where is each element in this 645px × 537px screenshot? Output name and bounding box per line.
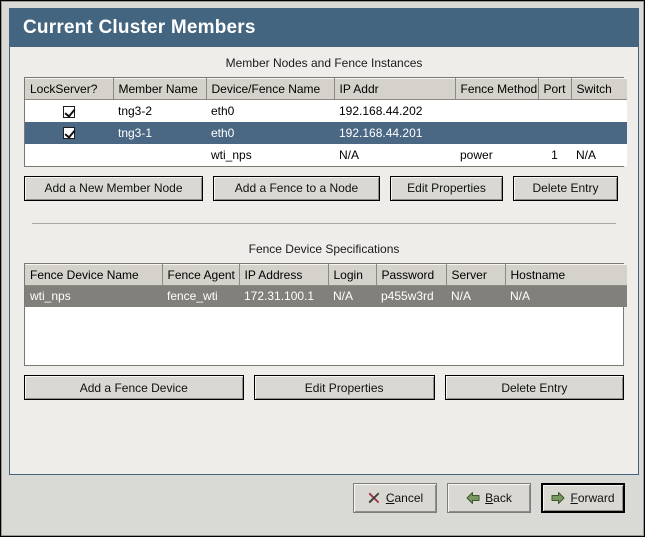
fence-devices-table-wrap: Fence Device Name Fence Agent IP Address… — [24, 263, 624, 367]
cancel-button[interactable]: Cancel — [353, 483, 437, 513]
member-nodes-table: LockServer? Member Name Device/Fence Nam… — [25, 78, 627, 166]
main-panel: Current Cluster Members Member Nodes and… — [9, 8, 639, 475]
cancel-label: Cancel — [386, 491, 423, 505]
table-header-row: LockServer? Member Name Device/Fence Nam… — [25, 79, 627, 100]
lockserver-checkbox[interactable] — [63, 127, 75, 139]
column-header-ip-address[interactable]: IP Address — [239, 264, 328, 285]
column-header-switch[interactable]: Switch — [571, 79, 627, 100]
cell-login: N/A — [328, 285, 376, 307]
column-header-login[interactable]: Login — [328, 264, 376, 285]
cell-port — [538, 100, 571, 122]
column-header-member-name[interactable]: Member Name — [113, 79, 206, 100]
cell-switch: N/A — [571, 144, 627, 166]
cell-server: N/A — [446, 285, 505, 307]
panel-body: Member Nodes and Fence Instances LockSer… — [10, 47, 638, 475]
table-row-selected[interactable]: tng3-1 eth0 192.168.44.201 — [25, 122, 627, 144]
nav-buttons: Cancel Back Forward — [353, 483, 625, 513]
cell-port: 1 — [538, 144, 571, 166]
cell-member-name: tng3-1 — [113, 122, 206, 144]
member-nodes-table-wrap: LockServer? Member Name Device/Fence Nam… — [24, 77, 624, 167]
cell-fence-device-name: wti_nps — [25, 285, 162, 307]
column-header-fence-method[interactable]: Fence Method — [455, 79, 538, 100]
table-row-selected[interactable]: wti_nps fence_wti 172.31.100.1 N/A p455w… — [25, 285, 627, 307]
cell-port — [538, 122, 571, 144]
cancel-label-rest: ancel — [394, 491, 423, 505]
arrow-left-icon — [466, 491, 480, 505]
column-header-server[interactable]: Server — [446, 264, 505, 285]
cell-fence-agent: fence_wti — [162, 285, 239, 307]
cell-ip-address: 172.31.100.1 — [239, 285, 328, 307]
column-header-fence-agent[interactable]: Fence Agent — [162, 264, 239, 285]
column-header-port[interactable]: Port — [538, 79, 571, 100]
page-title: Current Cluster Members — [10, 17, 256, 39]
member-buttons-row: Add a New Member Node Add a Fence to a N… — [24, 176, 624, 201]
back-label-rest: ack — [493, 491, 512, 505]
add-fence-to-node-button[interactable]: Add a Fence to a Node — [213, 176, 380, 201]
cell-member-name: tng3-2 — [113, 100, 206, 122]
cell-lockserver[interactable] — [25, 100, 113, 122]
column-header-lockserver[interactable]: LockServer? — [25, 79, 113, 100]
fence-buttons-row: Add a Fence Device Edit Properties Delet… — [24, 375, 624, 400]
cell-ip-addr: 192.168.44.202 — [334, 100, 455, 122]
edit-fence-properties-button[interactable]: Edit Properties — [254, 375, 435, 400]
cell-device-fence-name: eth0 — [206, 122, 334, 144]
delete-fence-entry-button[interactable]: Delete Entry — [445, 375, 624, 400]
cell-hostname: N/A — [505, 285, 627, 307]
column-header-device-fence-name[interactable]: Device/Fence Name — [206, 79, 334, 100]
column-header-password[interactable]: Password — [376, 264, 446, 285]
forward-button[interactable]: Forward — [541, 483, 625, 513]
back-label: Back — [485, 491, 512, 505]
forward-label-rest: orward — [578, 491, 615, 505]
table-row[interactable]: wti_nps N/A power 1 N/A — [25, 144, 627, 166]
table-header-row: Fence Device Name Fence Agent IP Address… — [25, 264, 627, 285]
title-bar: Current Cluster Members — [10, 9, 638, 47]
cell-device-fence-name: eth0 — [206, 100, 334, 122]
fence-caption: Fence Device Specifications — [10, 224, 638, 263]
cell-password: p455w3rd — [376, 285, 446, 307]
cell-switch — [571, 122, 627, 144]
back-button[interactable]: Back — [447, 483, 531, 513]
column-header-hostname[interactable]: Hostname — [505, 264, 627, 285]
members-caption: Member Nodes and Fence Instances — [10, 47, 638, 77]
forward-label: Forward — [570, 491, 614, 505]
cell-lockserver[interactable] — [25, 144, 113, 166]
cell-fence-method — [455, 122, 538, 144]
dialog-footer: Cancel Back Forward — [2, 473, 643, 535]
cancel-x-icon — [367, 491, 381, 505]
cell-ip-addr: N/A — [334, 144, 455, 166]
cell-device-fence-name: wti_nps — [206, 144, 334, 166]
arrow-right-icon — [551, 491, 565, 505]
edit-member-properties-button[interactable]: Edit Properties — [390, 176, 503, 201]
cell-member-name — [113, 144, 206, 166]
column-header-fence-device-name[interactable]: Fence Device Name — [25, 264, 162, 285]
cell-fence-method — [455, 100, 538, 122]
column-header-ip-addr[interactable]: IP Addr — [334, 79, 455, 100]
cell-fence-method: power — [455, 144, 538, 166]
fence-devices-table: Fence Device Name Fence Agent IP Address… — [25, 264, 627, 308]
add-new-member-node-button[interactable]: Add a New Member Node — [24, 176, 203, 201]
cell-ip-addr: 192.168.44.201 — [334, 122, 455, 144]
cell-lockserver[interactable] — [25, 122, 113, 144]
fence-table-empty-area[interactable] — [25, 307, 623, 365]
add-fence-device-button[interactable]: Add a Fence Device — [24, 375, 244, 400]
table-row[interactable]: tng3-2 eth0 192.168.44.202 — [25, 100, 627, 122]
cell-switch — [571, 100, 627, 122]
lockserver-checkbox[interactable] — [63, 106, 75, 118]
delete-member-entry-button[interactable]: Delete Entry — [513, 176, 618, 201]
